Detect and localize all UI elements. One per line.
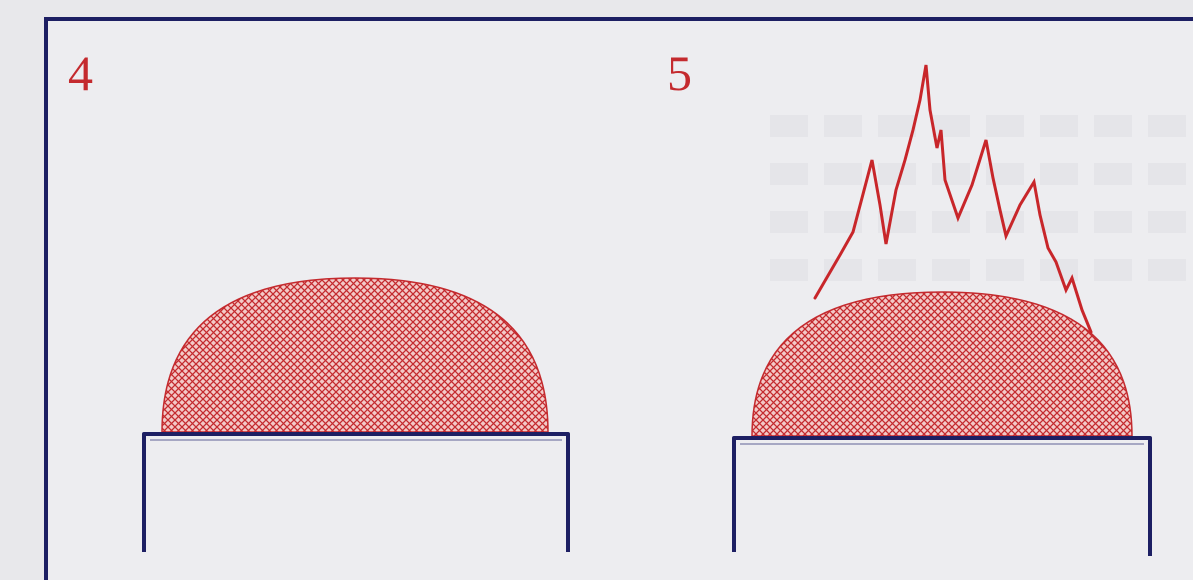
flame-icon	[813, 64, 1093, 334]
base-box-4	[142, 432, 570, 552]
panel-5	[732, 64, 1152, 556]
dome-4	[161, 277, 549, 433]
dome-5	[751, 291, 1133, 437]
panel-label-5: 5	[667, 45, 692, 101]
base-box-5	[732, 436, 1152, 556]
panel-label-4: 4	[68, 45, 93, 101]
panel-4	[142, 277, 570, 552]
